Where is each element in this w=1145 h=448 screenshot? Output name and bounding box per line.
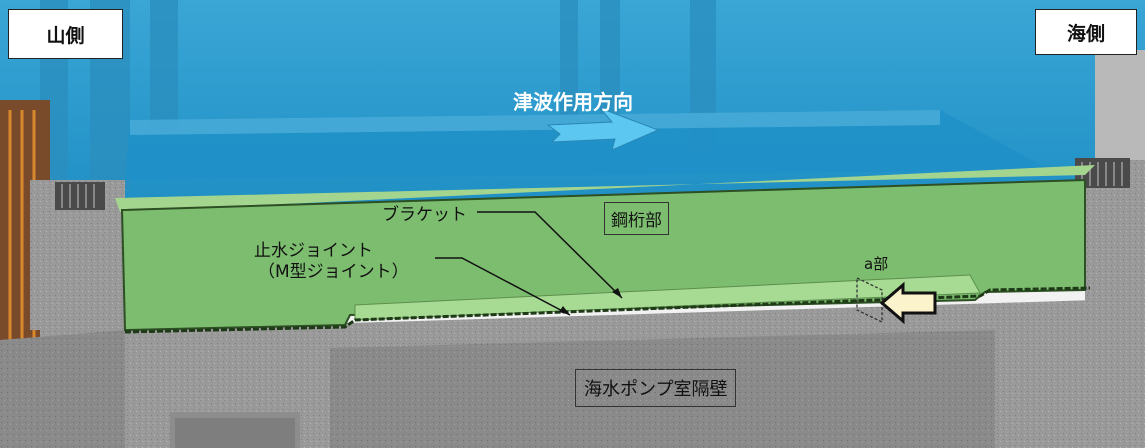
partition-wall-label: 海水ポンプ室隔壁	[575, 369, 737, 407]
mountain-side-label: 山側	[8, 9, 123, 59]
tsunami-arrow-icon	[546, 107, 660, 151]
m-joint-line	[124, 286, 1091, 334]
pump-room-wall	[330, 330, 995, 448]
bracket-plate	[354, 274, 981, 321]
a-part-arrow-icon	[879, 281, 937, 325]
bracket-label: ブラケット	[382, 205, 467, 225]
m-type-joint-label: （M型ジョイント）	[258, 262, 409, 282]
tsunami-direction-label: 津波作用方向	[513, 90, 633, 114]
steel-girder-label: 鋼桁部	[604, 202, 669, 235]
a-part-label: a部	[864, 255, 889, 273]
bracket-leader	[477, 211, 623, 299]
waterstop-joint-label: 止水ジョイント	[254, 241, 373, 261]
girder-top-face	[115, 165, 1095, 212]
joint-leader	[435, 257, 571, 316]
sea-side-label: 海側	[1035, 9, 1137, 55]
